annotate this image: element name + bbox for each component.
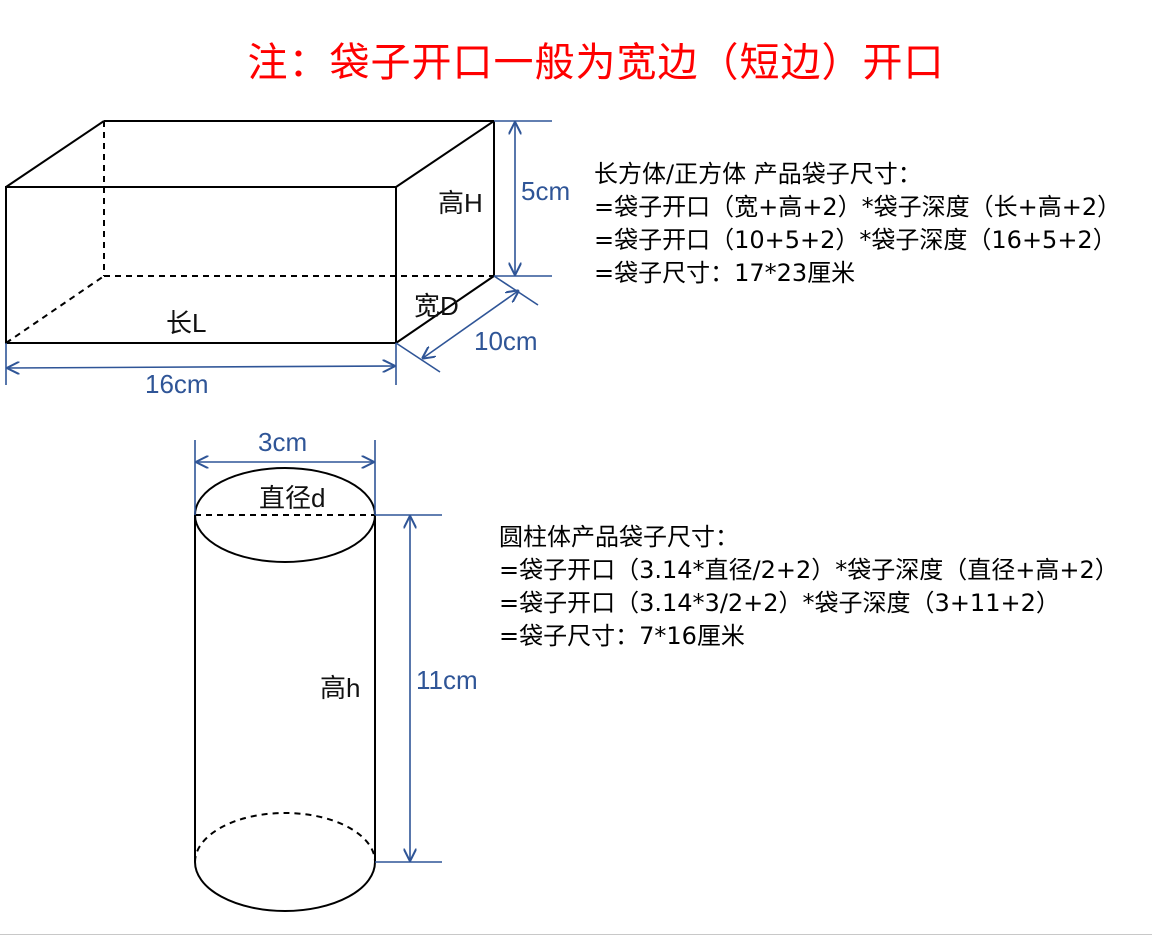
cuboid-label-height: 高H: [438, 188, 483, 218]
cylinder-formula-line: =袋子开口（3.14*直径/2+2）*袋子深度（直径+高+2）: [499, 556, 1119, 584]
cylinder-dimensions: [194, 440, 442, 863]
cylinder-formula-line: =袋子开口（3.14*3/2+2）*袋子深度（3+11+2）: [499, 589, 1060, 617]
cuboid-formula-line: =袋子开口（10+5+2）*袋子深度（16+5+2）: [594, 226, 1117, 254]
cuboid-label-length: 长L: [166, 308, 206, 338]
cuboid-dim-height: 5cm: [521, 176, 570, 206]
cuboid-label-width: 宽D: [414, 291, 459, 321]
cylinder-formula: 圆柱体产品袋子尺寸： =袋子开口（3.14*直径/2+2）*袋子深度（直径+高+…: [499, 521, 1119, 653]
cylinder-dim-height: 11cm: [416, 665, 478, 695]
bottom-divider: [0, 934, 1152, 935]
width-extension-line: [493, 275, 539, 306]
cuboid-edge: [395, 120, 495, 188]
cuboid-formula: 长方体/正方体 产品袋子尺寸： =袋子开口（宽+高+2）*袋子深度（长+高+2）…: [594, 158, 1121, 290]
cuboid-front-face: [5, 186, 397, 344]
length-dimension-arrow: [8, 366, 394, 368]
page-title: 注：袋子开口一般为宽边（短边）开口: [247, 40, 945, 86]
cuboid-formula-line: =袋子尺寸：17*23厘米: [594, 259, 856, 287]
cuboid-hidden-edge: [5, 275, 105, 344]
cuboid-dim-width: 10cm: [474, 326, 538, 356]
cylinder-formula-line: =袋子尺寸：7*16厘米: [499, 622, 745, 650]
cuboid-edge: [5, 120, 105, 188]
cylinder-bottom-front-arc: [194, 861, 376, 912]
cylinder-formula-heading: 圆柱体产品袋子尺寸：: [499, 523, 739, 551]
cylinder-dim-diameter: 3cm: [258, 427, 307, 457]
cuboid-dim-length: 16cm: [145, 369, 209, 399]
cuboid-formula-line: =袋子开口（宽+高+2）*袋子深度（长+高+2）: [594, 193, 1122, 221]
width-dimension-arrow: [423, 291, 518, 358]
cylinder-label-diameter: 直径d: [259, 483, 325, 513]
cuboid-formula-heading: 长方体/正方体 产品袋子尺寸：: [594, 160, 922, 188]
width-extension-line: [395, 342, 441, 373]
cylinder-label-height: 高h: [320, 673, 360, 703]
cuboid-dimensions: [5, 120, 552, 385]
cylinder-bottom-hidden-arc: [194, 812, 376, 863]
